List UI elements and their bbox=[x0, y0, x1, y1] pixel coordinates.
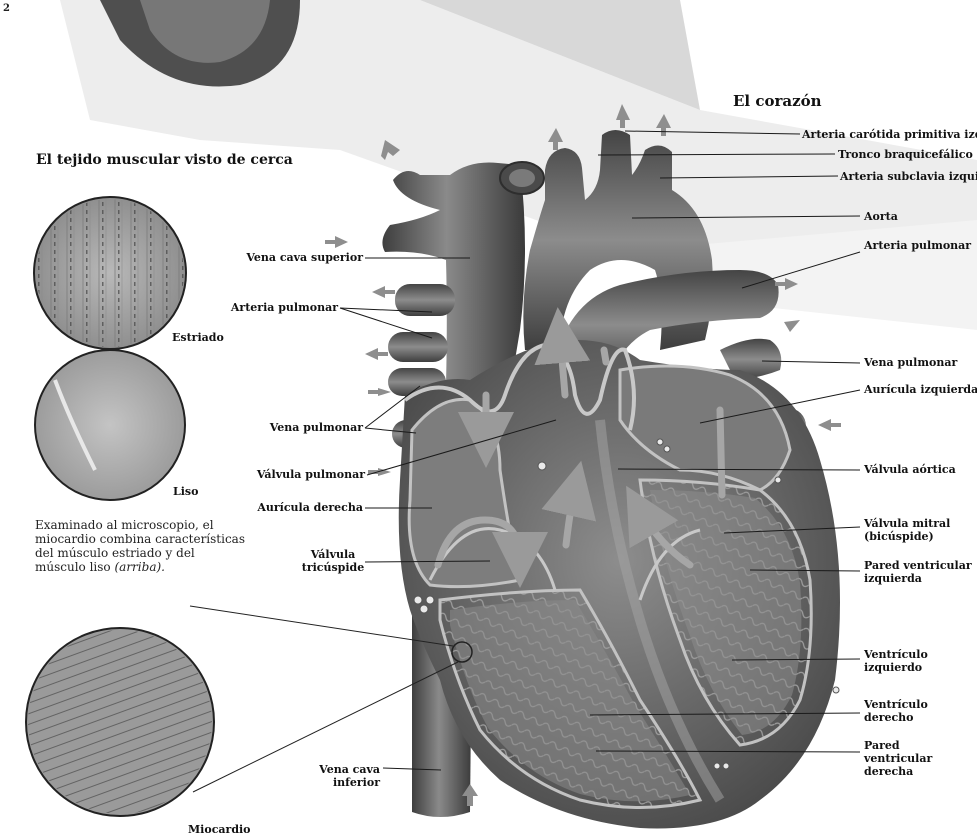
label-ivc-line1: Vena cava bbox=[296, 763, 380, 776]
heart-title: El corazón bbox=[733, 92, 822, 110]
label-pulmonary-valve: Válvula pulmonar bbox=[240, 468, 365, 481]
striated-label: Estriado bbox=[172, 331, 224, 344]
label-brachiocephalic: Tronco braquicefálico bbox=[838, 148, 973, 161]
page-number: 2 bbox=[3, 3, 10, 14]
label-pulmonary-vein-right: Vena pulmonar bbox=[864, 356, 957, 369]
label-mitral-valve-line1: Válvula mitral bbox=[864, 517, 950, 530]
label-mitral-valve: Válvula mitral (bicúspide) bbox=[864, 517, 950, 543]
smooth-label: Liso bbox=[173, 485, 198, 498]
label-pulmonary-vein-left: Vena pulmonar bbox=[250, 421, 363, 434]
label-right-ventricle: Ventrículo derecho bbox=[864, 698, 928, 724]
caption-italic: (arriba). bbox=[114, 560, 164, 574]
label-rv-wall: Pared ventricular derecha bbox=[864, 739, 932, 778]
label-rv-wall-line1: Pared bbox=[864, 739, 932, 752]
label-left-ventricle: Ventrículo izquierdo bbox=[864, 648, 928, 674]
label-tricuspid-line2: tricúspide bbox=[300, 561, 366, 574]
label-mitral-valve-line2: (bicúspide) bbox=[864, 530, 950, 543]
caption-line-3: del músculo estriado y del bbox=[35, 546, 270, 560]
micro-myocardium bbox=[26, 628, 214, 816]
caption-line-2: miocardio combina características bbox=[35, 532, 270, 546]
caption-line-4: músculo liso bbox=[35, 560, 111, 574]
myocardium-label: Miocardio bbox=[188, 823, 251, 836]
label-tricuspid-valve: Válvula tricúspide bbox=[300, 548, 366, 574]
micro-smooth bbox=[35, 350, 185, 500]
label-ivc-line2: inferior bbox=[296, 776, 380, 789]
caption-line-1: Examinado al microscopio, el bbox=[35, 518, 270, 532]
label-lv-wall-line1: Pared ventricular bbox=[864, 559, 972, 572]
label-tricuspid-line1: Válvula bbox=[300, 548, 366, 561]
label-left-subclavian: Arteria subclavia izquie bbox=[840, 170, 977, 183]
label-right-ventricle-line1: Ventrículo bbox=[864, 698, 928, 711]
micro-striated bbox=[34, 197, 186, 349]
label-aortic-valve: Válvula aórtica bbox=[864, 463, 956, 476]
label-right-ventricle-line2: derecho bbox=[864, 711, 928, 724]
label-pulmonary-artery-right: Arteria pulmonar bbox=[864, 239, 971, 252]
micro-caption: Examinado al microscopio, el miocardio c… bbox=[35, 518, 270, 574]
label-left-ventricle-line2: izquierdo bbox=[864, 661, 928, 674]
tissue-title: El tejido muscular visto de cerca bbox=[36, 152, 293, 168]
label-lv-wall-line2: izquierda bbox=[864, 572, 972, 585]
label-left-atrium: Aurícula izquierda bbox=[864, 383, 977, 396]
label-inferior-vena-cava: Vena cava inferior bbox=[296, 763, 380, 789]
label-right-atrium: Aurícula derecha bbox=[240, 501, 363, 514]
label-rv-wall-line2: ventricular bbox=[864, 752, 932, 765]
label-rv-wall-line3: derecha bbox=[864, 765, 932, 778]
label-lv-wall: Pared ventricular izquierda bbox=[864, 559, 972, 585]
label-pulmonary-artery-left: Arteria pulmonar bbox=[190, 301, 338, 314]
label-left-carotid: Arteria carótida primitiva izq bbox=[802, 128, 977, 141]
label-aorta: Aorta bbox=[864, 210, 898, 223]
label-superior-vena-cava: Vena cava superior bbox=[200, 251, 363, 264]
label-left-ventricle-line1: Ventrículo bbox=[864, 648, 928, 661]
